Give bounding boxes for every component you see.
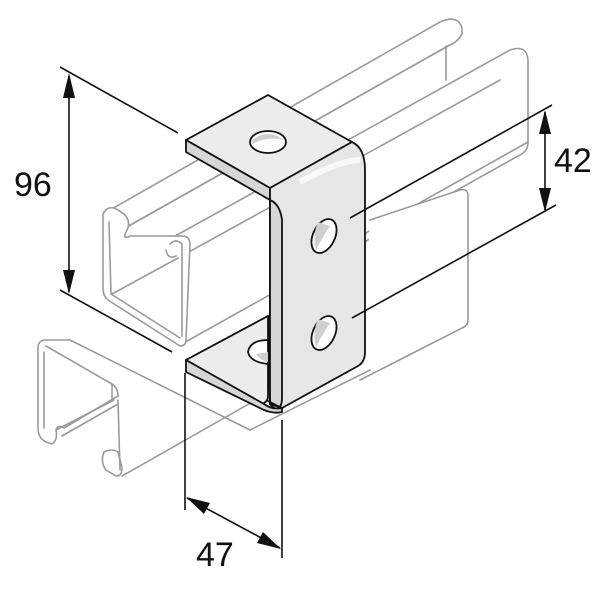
lower-strut-channel	[37, 339, 371, 477]
dimension-label-42: 42	[554, 142, 592, 180]
bottom-flange-hole	[247, 339, 269, 366]
dimension-label-47: 47	[196, 536, 234, 574]
web-inner-edge	[269, 199, 283, 411]
bracket-web	[269, 141, 366, 411]
dimension-height-96: 96	[14, 66, 179, 353]
dimension-depth-47: 47	[184, 373, 283, 574]
web-hole-lower	[310, 315, 338, 351]
top-flange-hole	[249, 130, 287, 154]
bottom-flange-edge	[185, 359, 283, 414]
dimension-label-96: 96	[14, 166, 52, 204]
web-hole-upper	[310, 218, 338, 254]
u-bracket	[185, 94, 366, 414]
dimension-hole-spacing-42: 42	[349, 104, 592, 319]
